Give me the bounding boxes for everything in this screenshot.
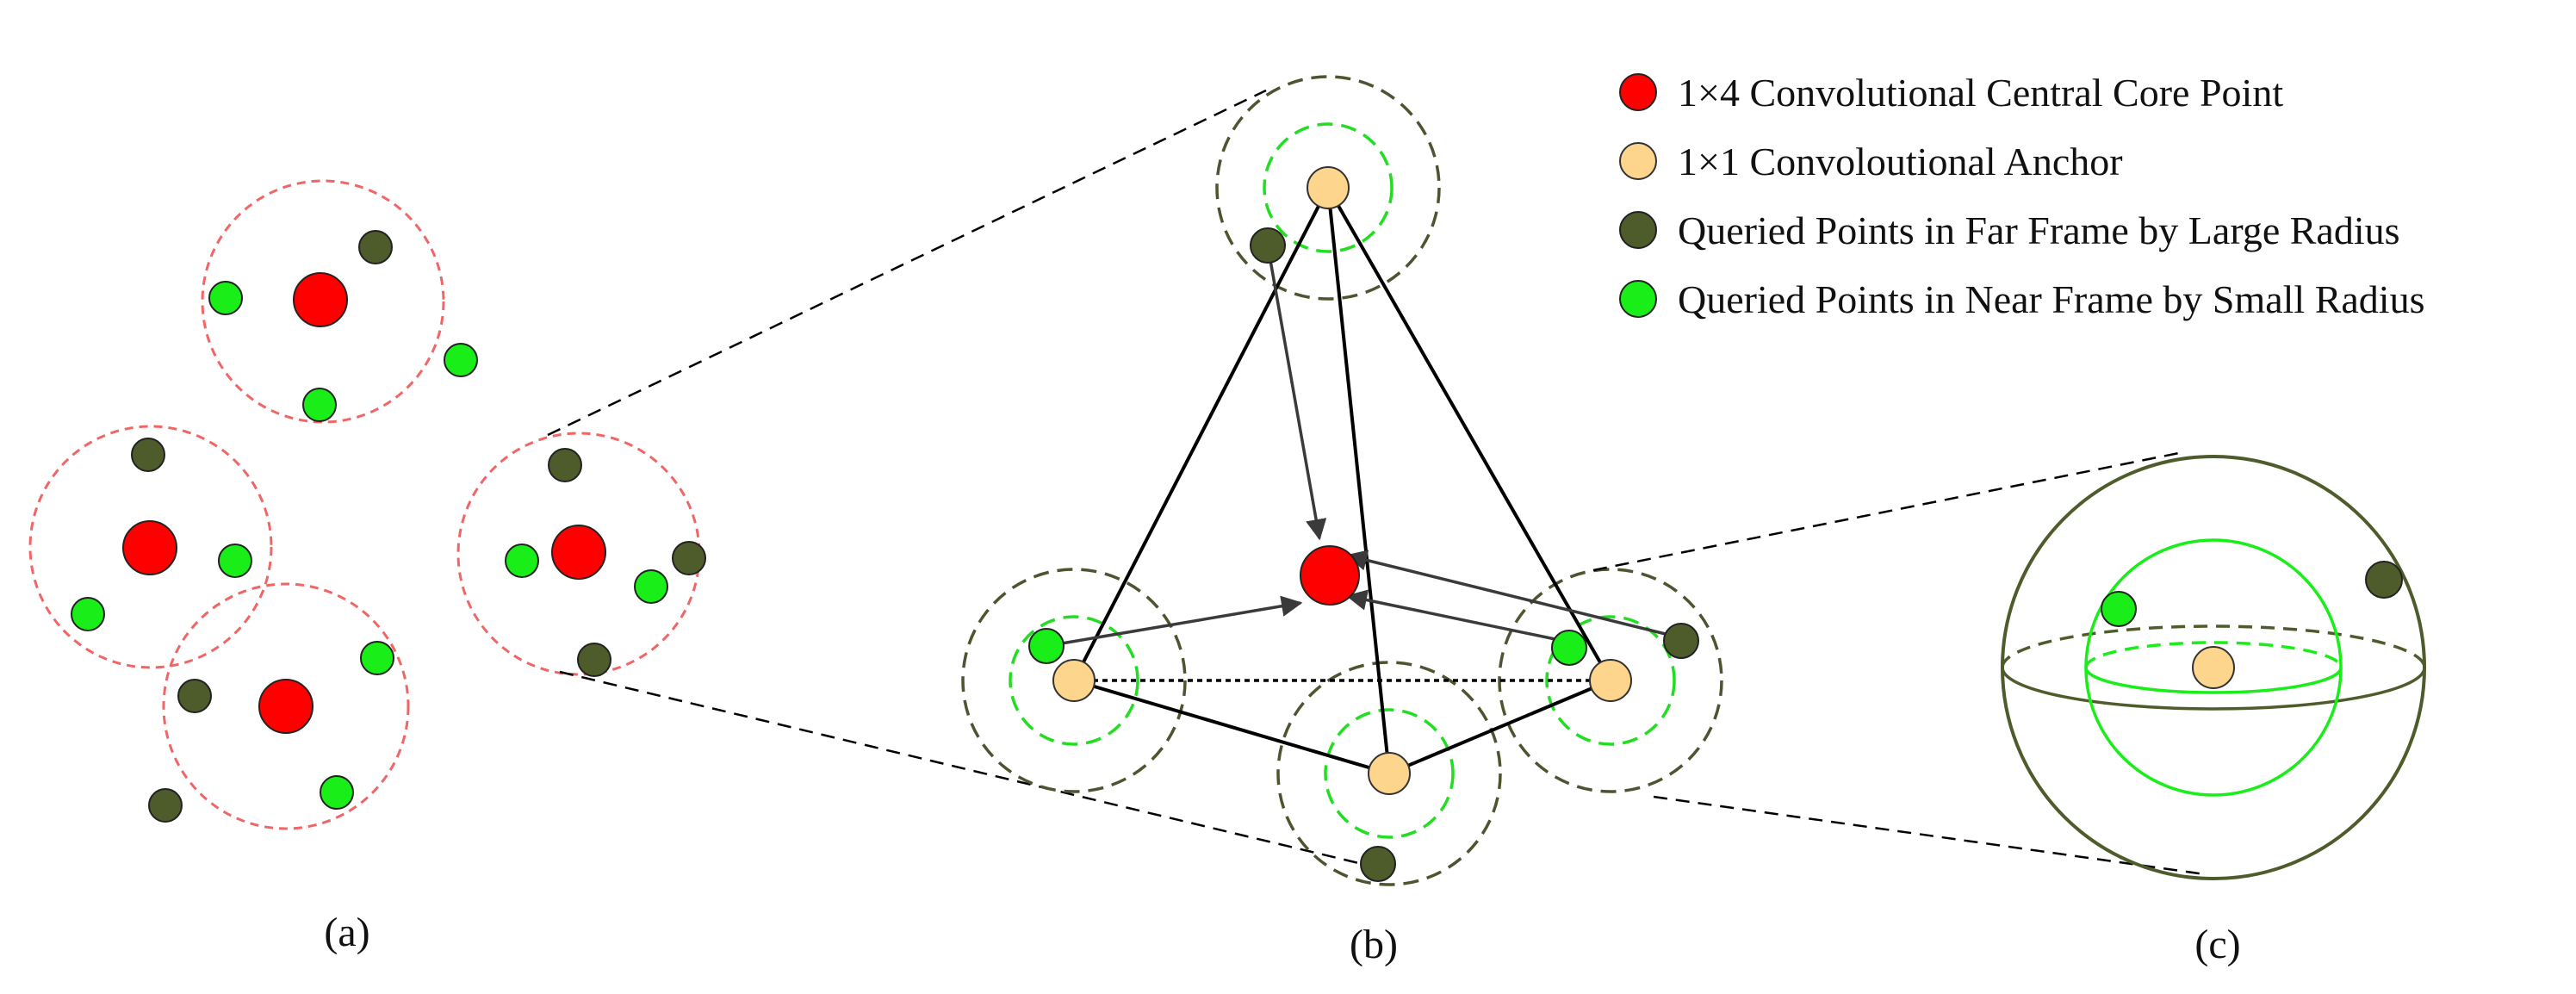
far-radius-circle [1498, 568, 1723, 793]
aggregation-arrows [1046, 245, 1680, 648]
near-point [444, 343, 478, 377]
arrow [1345, 589, 1568, 643]
core-point [122, 520, 177, 575]
far-radius-circle [1215, 75, 1441, 301]
near-point [1551, 630, 1587, 666]
near-point [208, 281, 243, 315]
far-radius-circle [961, 568, 1187, 793]
panel-c [2001, 455, 2426, 880]
arrow [1266, 245, 1327, 541]
core-point [258, 679, 313, 734]
far-point [1663, 623, 1699, 659]
legend-label-anchor: 1×1 Convoloutional Anchor [1678, 140, 2123, 183]
near-point [1028, 628, 1065, 664]
caption-a: (a) [324, 910, 369, 955]
core-point [293, 272, 348, 327]
near-radius-circle [1324, 708, 1455, 839]
far-point [548, 448, 582, 482]
far-point [2365, 561, 2403, 599]
legend-item-anchor: 1×1 Convoloutional Anchor [1619, 140, 2123, 183]
inner-equator-back [2084, 641, 2343, 668]
legend-swatch-core [1619, 73, 1657, 111]
near-point [71, 597, 105, 631]
legend-label-far: Queried Points in Far Frame by Large Rad… [1678, 208, 2400, 252]
core-point [551, 525, 606, 580]
far-point [358, 230, 393, 264]
near-point [505, 544, 539, 578]
near-point [2101, 591, 2137, 627]
far-point [1250, 227, 1286, 264]
legend-swatch-anchor [1619, 142, 1657, 180]
arrow [1345, 550, 1680, 639]
anchor-point [1589, 659, 1632, 702]
edge [1388, 679, 1611, 775]
far-point [672, 541, 706, 575]
legend: 1×4 Convolutional Central Core Point 1×1… [1619, 71, 2425, 321]
legend-item-core: 1×4 Convolutional Central Core Point [1619, 71, 2283, 115]
anchor-point [2192, 646, 2235, 689]
tetrahedron-edges [1072, 187, 1612, 775]
edge [1073, 679, 1390, 775]
far-radius-circle [1276, 661, 1502, 886]
sphere-equator-front [2001, 667, 2426, 711]
core-point [1300, 545, 1360, 606]
caption-c: (c) [2194, 922, 2240, 967]
legend-item-far: Queried Points in Far Frame by Large Rad… [1619, 208, 2400, 252]
edge [1326, 187, 1391, 774]
far-point [148, 788, 183, 823]
query-circle-left [28, 425, 273, 669]
legend-swatch-far [1619, 211, 1657, 249]
anchor-point [1368, 752, 1411, 795]
near-point [302, 388, 337, 422]
edge [1072, 187, 1330, 681]
near-point [634, 569, 668, 604]
far-point [177, 679, 212, 713]
query-circle-top [201, 179, 445, 424]
panel-b [961, 75, 1723, 886]
near-point [218, 544, 252, 578]
caption-b: (b) [1350, 922, 1398, 967]
near-radius-circle [1009, 615, 1139, 746]
zoom-lines-a-b [547, 89, 1370, 867]
legend-label-near: Queried Points in Near Frame by Small Ra… [1678, 277, 2425, 321]
near-radius-circle [1263, 122, 1394, 253]
panel-a [28, 179, 706, 830]
arrow [1046, 595, 1303, 648]
query-circle-bottom [162, 582, 410, 830]
sphere-equator-back [2001, 624, 2426, 668]
anchor-point [1052, 659, 1096, 702]
far-point [131, 438, 165, 472]
legend-item-near: Queried Points in Near Frame by Small Ra… [1619, 277, 2425, 321]
legend-swatch-near [1619, 280, 1657, 318]
near-point [360, 641, 394, 675]
inner-equator-front [2084, 667, 2343, 694]
near-point [320, 775, 354, 810]
legend-label-core: 1×4 Convolutional Central Core Point [1678, 71, 2283, 115]
near-radius-circle [1545, 615, 1676, 746]
edge [1326, 187, 1612, 681]
far-point [577, 643, 611, 677]
far-point [1360, 846, 1396, 882]
anchor-point [1307, 166, 1350, 209]
zoom-lines-b-c [1592, 450, 2206, 876]
